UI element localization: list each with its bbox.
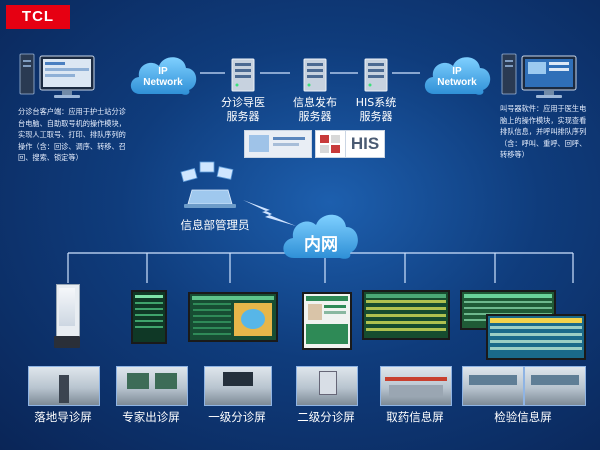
his-grid-icon <box>315 130 347 158</box>
ip-network-cloud-left <box>130 57 197 95</box>
desktop-computer-icon <box>19 53 95 98</box>
level2-scene-photo <box>296 366 358 406</box>
lab-scene-photo-1 <box>462 366 524 406</box>
admin-laptop-mail-icon <box>180 161 236 208</box>
caller-software-description: 叫号器软件：应用于医生电脑上的操作模块，实现查看排队信息，并呼叫排队序列（含：呼… <box>500 104 587 159</box>
label-expert-screen: 专家出诊屏 <box>122 410 180 424</box>
expert-scene-photo <box>116 366 188 406</box>
tcl-logo: TCL <box>6 5 70 29</box>
ip-cloud-left-line2: Network <box>143 77 183 88</box>
label-level1-screen: 一级分诊屏 <box>208 410 266 424</box>
level1-scene-photo <box>204 366 272 406</box>
server-icon <box>364 58 388 92</box>
server-label-his: HIS系统 服务器 <box>355 96 397 123</box>
label-kiosk-screen: 落地导诊屏 <box>34 410 92 424</box>
ip-cloud-right-line2: Network <box>437 77 477 88</box>
desktop-computer-icon <box>501 53 577 98</box>
ip-cloud-right-line1: IP <box>452 66 462 77</box>
label-lab-screen: 检验信息屏 <box>494 410 552 424</box>
pharmacy-info-screen <box>362 290 450 340</box>
server-label-publish: 信息发布 服务器 <box>293 96 337 123</box>
expert-schedule-screen <box>131 290 167 344</box>
label-level2-screen: 二级分诊屏 <box>297 410 355 424</box>
lab-info-screen-bottom <box>486 314 586 360</box>
triage-client-description: 分诊台客户端：应用于护士站分诊台电脑、自助取号机的操作模块，实现人工取号、打印、… <box>18 107 126 162</box>
server-icon <box>303 58 327 92</box>
kiosk-scene-photo <box>28 366 100 406</box>
intranet-cloud <box>283 214 358 259</box>
label-pharmacy-screen: 取药信息屏 <box>386 410 444 424</box>
kiosk-display <box>52 284 82 350</box>
intranet-label: 内网 <box>304 235 338 255</box>
admin-label: 信息部管理员 <box>180 218 250 232</box>
software-screenshot-thumbnail <box>244 130 312 158</box>
server-label-triage: 分诊导医 服务器 <box>221 96 265 123</box>
lab-scene-photo-2 <box>524 366 586 406</box>
ip-network-cloud-right <box>424 57 491 95</box>
link-bolt-icon <box>243 200 296 226</box>
ip-cloud-left-line1: IP <box>158 66 168 77</box>
his-logo: HIS <box>345 130 385 158</box>
level1-triage-screen <box>188 292 278 342</box>
level2-triage-screen <box>302 292 352 350</box>
pharmacy-scene-photo <box>380 366 452 406</box>
server-icon <box>231 58 255 92</box>
